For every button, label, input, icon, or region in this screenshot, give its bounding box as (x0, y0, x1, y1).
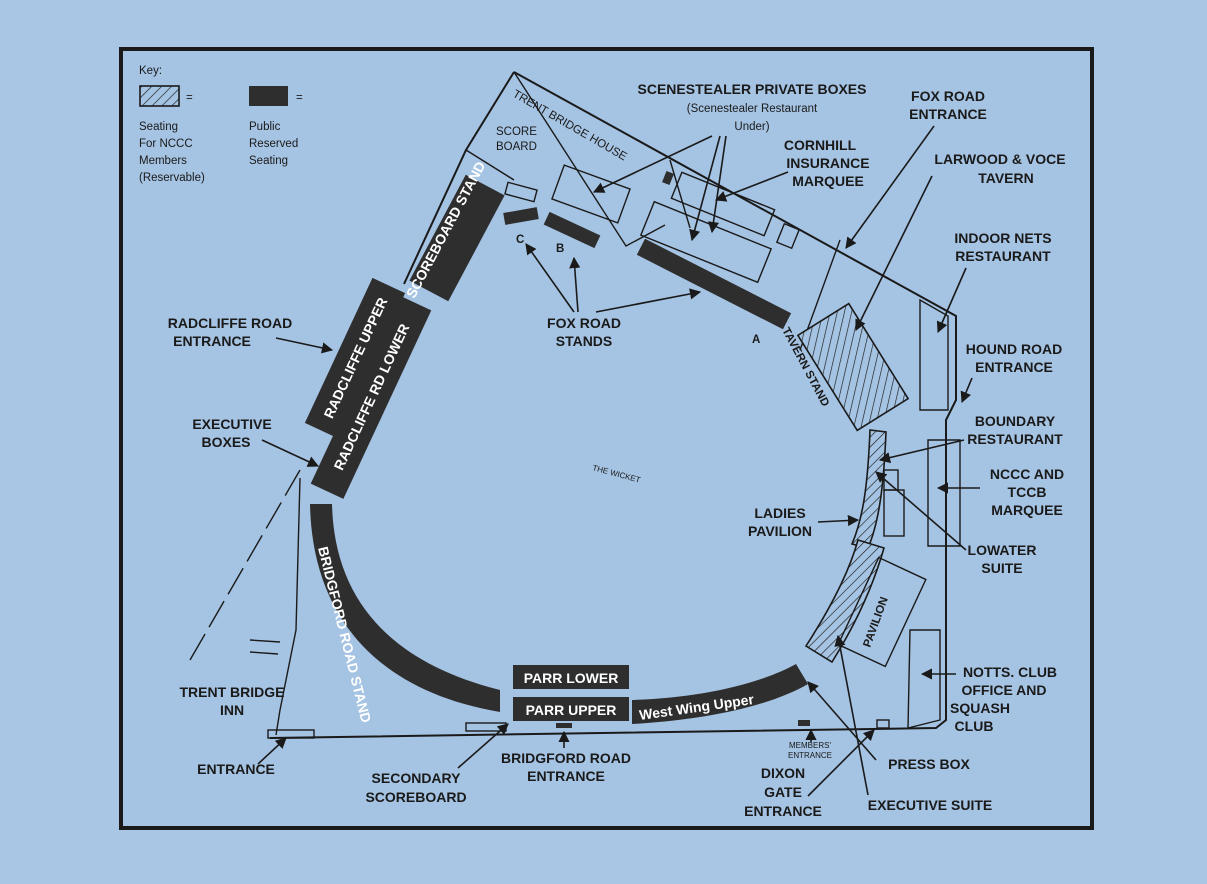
boundary-label-1: BOUNDARY (975, 413, 1056, 429)
scenestealer-label-2: (Scenestealer Restaurant (687, 103, 818, 115)
stand-a-label: A (752, 334, 760, 346)
notts-club-label-2: OFFICE AND (961, 682, 1046, 698)
pointer-arrows (257, 125, 980, 797)
executive-boxes-label-2: BOXES (201, 434, 250, 450)
trent-bridge-inn-label-2: INN (220, 702, 244, 718)
map-labels: SCENESTEALER PRIVATE BOXES (Scenestealer… (168, 81, 1066, 819)
members-symbol: = (186, 92, 193, 104)
scenestealer-label-3: Under) (734, 121, 769, 133)
fox-road-entrance-label-1: FOX ROAD (911, 88, 985, 104)
executive-suite-label: EXECUTIVE SUITE (868, 797, 992, 813)
ladies-pavilion-label-2: PAVILION (748, 523, 812, 539)
pavilion-area: PAVILION (798, 429, 927, 729)
wicket-label: THE WICKET (591, 463, 641, 484)
fox-road-stands-label-2: STANDS (556, 333, 613, 349)
tavern-stand: TAVERN STAND (779, 302, 910, 432)
indoor-nets-label-2: RESTAURANT (955, 248, 1051, 264)
public-line-1: Public (249, 121, 281, 133)
members-entrance-label-1: MEMBERS' (789, 741, 831, 750)
members-line-4: (Reservable) (139, 172, 205, 184)
trent-bridge-inn-label-1: TRENT BRIDGE (180, 684, 285, 700)
lowater-label-2: SUITE (981, 560, 1022, 576)
radcliffe-entrance-label-1: RADCLIFFE ROAD (168, 315, 292, 331)
cornhill-label-2: INSURANCE (786, 155, 869, 171)
secondary-scoreboard-label-2: SCOREBOARD (365, 789, 466, 805)
hound-road-label-1: HOUND ROAD (966, 341, 1062, 357)
west-wing-upper-stand: West Wing Upper (632, 664, 808, 724)
ladies-pavilion-label-1: LADIES (754, 505, 805, 521)
radcliffe-entrance-label-2: ENTRANCE (173, 333, 251, 349)
parr-upper-label: PARR UPPER (526, 702, 617, 718)
notts-club-label-1: NOTTS. CLUB (963, 664, 1057, 680)
cornhill-label-1: CORNHILL (784, 137, 857, 153)
larwood-label-1: LARWOOD & VOCE (934, 151, 1065, 167)
members-line-3: Members (139, 155, 187, 167)
dixon-gate-label-1: DIXON (761, 765, 805, 781)
parr-upper-stand: PARR UPPER (513, 697, 629, 721)
nccc-marquee-label-2: TCCB (1008, 484, 1047, 500)
public-seating-swatch (249, 86, 288, 106)
bridgford-road-stand: BRIDGFORD ROAD STAND (310, 504, 500, 724)
stand-a (636, 238, 792, 330)
cornhill-label-3: MARQUEE (792, 173, 864, 189)
public-line-2: Reserved (249, 138, 298, 150)
bridgford-entrance-label-1: BRIDGFORD ROAD (501, 750, 631, 766)
stand-b (543, 211, 601, 249)
pavilion-label: PAVILION (862, 595, 891, 649)
dixon-gate-label-2: GATE (764, 784, 802, 800)
entrance-label: ENTRANCE (197, 761, 275, 777)
fox-road-entrance-label-2: ENTRANCE (909, 106, 987, 122)
nccc-marquee-label-3: MARQUEE (991, 502, 1063, 518)
key-title: Key: (139, 65, 162, 77)
map-key: Key: = = Seating For NCCC Members (Reser… (139, 65, 303, 184)
bridgford-entrance-label-2: ENTRANCE (527, 768, 605, 784)
fox-road-stands-label-1: FOX ROAD (547, 315, 621, 331)
larwood-label-2: TAVERN (978, 170, 1033, 186)
public-line-3: Seating (249, 155, 288, 167)
the-wicket: THE WICKET (591, 463, 641, 484)
members-line-1: Seating (139, 121, 178, 133)
scenestealer-label-1: SCENESTEALER PRIVATE BOXES (638, 81, 867, 97)
boundary-label-2: RESTAURANT (967, 431, 1063, 447)
secondary-scoreboard-label-1: SECONDARY (372, 770, 462, 786)
members-entrance-label-2: ENTRANCE (788, 751, 832, 760)
indoor-nets-label-1: INDOOR NETS (954, 230, 1051, 246)
lowater-label-1: LOWATER (968, 542, 1037, 558)
members-seating-swatch (139, 85, 180, 107)
notts-club-label-3: SQUASH (950, 700, 1010, 716)
private-boxes (551, 164, 801, 284)
dixon-gate-label-3: ENTRANCE (744, 803, 822, 819)
stand-c (503, 207, 539, 225)
score-board-label-1: SCORE (496, 126, 537, 138)
notts-club-label-4: CLUB (955, 718, 994, 734)
score-board-box (504, 181, 538, 203)
scoreboard-stand: SCOREBOARD STAND (403, 159, 505, 302)
public-symbol: = (296, 92, 303, 104)
stand-c-label: C (516, 234, 524, 246)
stand-b-label: B (556, 243, 564, 255)
members-line-2: For NCCC (139, 138, 193, 150)
executive-boxes-label-1: EXECUTIVE (192, 416, 271, 432)
nccc-marquee-label-1: NCCC AND (990, 466, 1064, 482)
parr-lower-stand: PARR LOWER (513, 665, 629, 689)
score-board-label-2: BOARD (496, 141, 537, 153)
parr-lower-label: PARR LOWER (524, 670, 619, 686)
press-box-label: PRESS BOX (888, 756, 970, 772)
hound-road-label-2: ENTRANCE (975, 359, 1053, 375)
fox-road-stands: A B C (503, 181, 792, 346)
